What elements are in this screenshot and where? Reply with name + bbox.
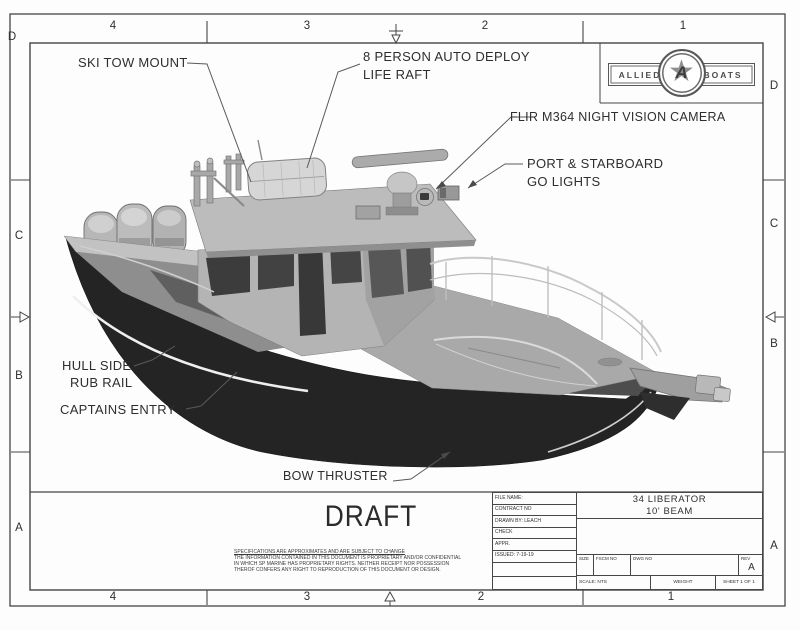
contract-no-cell: CONTRACT NO [493,505,576,517]
title-block-left-column: FILE NAME: CONTRACT NO DRAWN BY: LEACH C… [493,493,577,589]
sheet-cell: SHEET 1 OF 1 [723,579,755,585]
bow-sprit [629,367,731,420]
star-icon: ★ [668,54,695,88]
centering-arrows [19,34,776,602]
logo-monogram: A [675,63,688,82]
zone-right-a: A [770,540,778,552]
allied-boats-logo: ALLIED BOATS ★ A [600,43,763,103]
rev-cell: REV A [739,555,762,575]
disclaimer-line3: IN WHICH SP MARINE HAS PROPRIETARY RIGHT… [234,561,450,567]
disclaimer-line2: THE INFORMATION CONTAINED IN THIS DOCUME… [234,555,462,561]
leader-lines [133,62,534,482]
rub-rail-stripe [72,295,309,393]
zone-top-4: 4 [109,20,117,32]
zone-bottom-2: 2 [477,591,485,603]
callout-captains-entry: CAPTAINS ENTRY [60,402,176,417]
callout-go-lights-line2: GO LIGHTS [527,174,601,189]
drawn-by-cell: DRAWN BY: LEACH [493,516,576,528]
appr-cell: APPR. [493,539,576,551]
cabin-door [298,241,326,336]
life-raft-canister [247,157,327,201]
weight-cell: WEIGHT [651,576,716,589]
zone-top-3: 3 [303,20,311,32]
flir-camera [416,188,434,206]
zone-left-a: A [15,522,23,534]
boat-render [63,139,731,468]
go-lights [355,185,460,220]
zone-left-b: B [15,370,23,382]
callout-flir-camera: FLIR M364 NIGHT VISION CAMERA [510,110,726,124]
logo-circle: ★ A [657,49,706,97]
antenna [257,139,263,161]
zone-bottom-3: 3 [303,591,311,603]
zone-left-c: C [14,230,24,242]
logo-box-lines [599,43,763,104]
foredeck [351,285,660,396]
title-block-blank-area [577,519,762,555]
callout-ski-tow-mount: SKI TOW MOUNT [78,55,188,70]
callout-bow-thruster: BOW THRUSTER [283,469,388,483]
zone-right-d: D [769,80,779,92]
title-block-right-column: 34 LIBERATOR 10' BEAM SIZE FSCM NO DWG N… [577,493,762,589]
callout-rub-rail-line1: HULL SIDE [62,358,132,373]
drawing-title-line2: 10' BEAM [646,506,693,517]
radar-array [351,148,449,216]
zone-top-1: 1 [679,20,687,32]
bow-rail [79,245,662,387]
scale-row: SCALE: NTS WEIGHT SHEET 1 OF 1 [577,576,762,589]
blank-cell [493,563,576,577]
disclaimer-text: SPECIFICATIONS ARE APPROXIMATES AND ARE … [234,549,502,573]
drawing-title: 34 LIBERATOR 10' BEAM [577,493,762,519]
fscm-cell: FSCM NO [594,555,631,575]
zone-right-b: B [770,338,778,350]
callout-life-raft-line1: 8 PERSON AUTO DEPLOY [363,49,530,64]
zone-bottom-4: 4 [109,591,117,603]
title-block: FILE NAME: CONTRACT NO DRAWN BY: LEACH C… [492,492,763,590]
zone-left-d: D [7,31,17,43]
leader-arrowheads [436,180,477,459]
disclaimer-line4: THEROF CONFERS ANY RIGHT TO REPRODUCTION… [234,567,441,573]
file-name-cell: FILE NAME: [493,493,576,505]
zone-right-c: C [769,218,779,230]
callout-life-raft-line2: LIFE RAFT [363,67,431,82]
scale-cell: SCALE: NTS [577,576,651,589]
dwg-no-cell: DWG NO [631,555,739,575]
issued-cell: ISSUED: 7-19-19 [493,551,576,563]
rev-value: A [748,562,755,573]
zone-bottom-1: 1 [667,591,675,603]
callout-go-lights-line1: PORT & STARBOARD [527,156,664,171]
size-row: SIZE FSCM NO DWG NO REV A [577,555,762,576]
zone-top-2: 2 [481,20,489,32]
rev-label: REV [741,556,751,561]
drawing-title-line1: 34 LIBERATOR [632,494,707,505]
draft-watermark: DRAFT [324,500,418,533]
cabin [197,235,435,357]
callout-rub-rail-line2: RUB RAIL [70,375,133,390]
size-cell: SIZE [577,555,594,575]
check-cell: CHECK [493,528,576,540]
disclaimer-line1: SPECIFICATIONS ARE APPROXIMATES AND ARE … [234,549,405,555]
